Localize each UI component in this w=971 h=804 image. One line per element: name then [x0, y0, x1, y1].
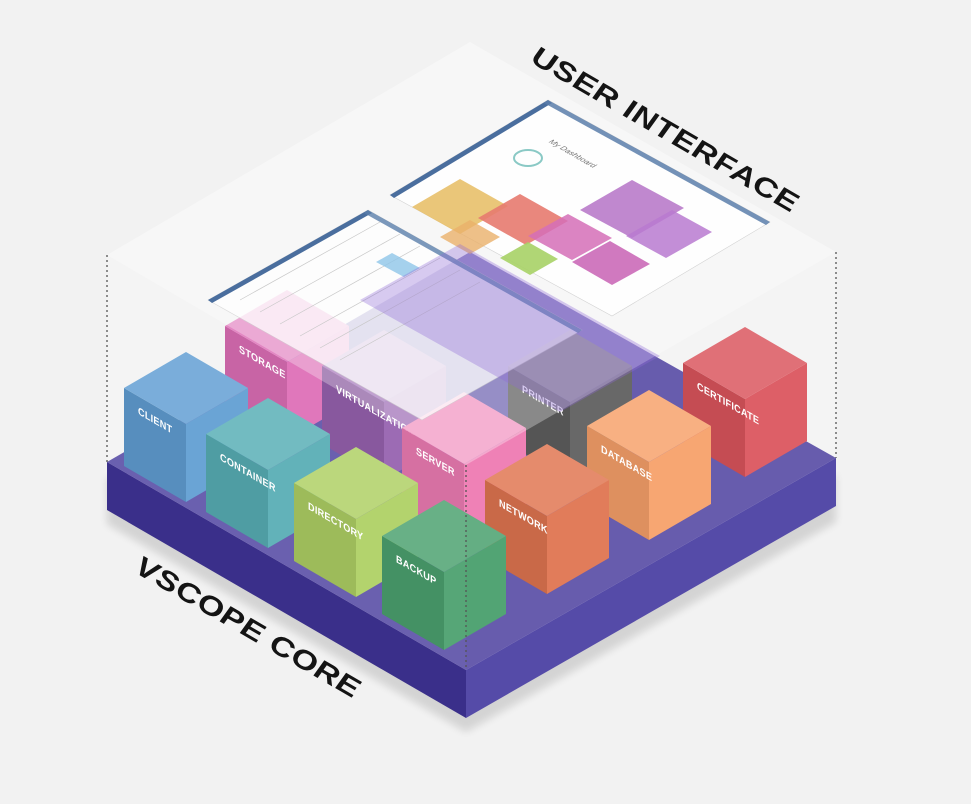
tile-yellow	[412, 179, 508, 234]
list-highlight	[376, 253, 420, 277]
glass-left-face	[107, 255, 466, 670]
glass-top-face	[107, 42, 836, 465]
cube-certificate-top-face	[683, 327, 807, 399]
gauge-ring-1	[513, 149, 543, 167]
cube-backup-top-face	[382, 500, 506, 572]
cube-network-top-face	[485, 444, 609, 516]
cube-certificate-right-face	[745, 363, 807, 477]
cube-client-top-face	[124, 352, 248, 424]
list-screenshot	[207, 209, 583, 421]
tile-purple-2	[626, 210, 712, 258]
tile-magenta	[572, 241, 650, 285]
glass-outline	[106, 252, 837, 670]
cube-virtualization-left-face	[322, 366, 384, 480]
tile-green	[500, 242, 558, 275]
tile-pink	[528, 214, 612, 260]
platform-right-face	[466, 458, 836, 718]
cube-network-right-face	[547, 480, 609, 594]
cube-directory: DIRECTORY	[294, 447, 418, 597]
dashboard-screenshot: My Dashboard	[389, 99, 771, 317]
tile-orange	[440, 220, 500, 254]
user-interface-layer: My Dashboard	[106, 42, 837, 670]
cube-database: DATABASE	[587, 390, 711, 540]
cube-backup-right-face	[444, 536, 506, 650]
cube-container-top-face	[206, 398, 330, 470]
glass-right-face	[466, 252, 836, 670]
cube-directory-left-face	[294, 483, 356, 597]
platform-left-face	[107, 462, 466, 718]
cube-backup-left-face	[382, 536, 444, 650]
cube-directory-top-face	[294, 447, 418, 519]
cube-client-left-face	[124, 388, 186, 502]
cube-container: CONTAINER	[206, 398, 330, 548]
cube-container-left-face	[206, 434, 268, 548]
cube-database-top-face	[587, 390, 711, 462]
cube-database-right-face	[649, 426, 711, 540]
overlay-band	[360, 244, 660, 412]
tile-purple-1	[580, 180, 684, 238]
cube-backup: BACKUP	[382, 500, 506, 650]
